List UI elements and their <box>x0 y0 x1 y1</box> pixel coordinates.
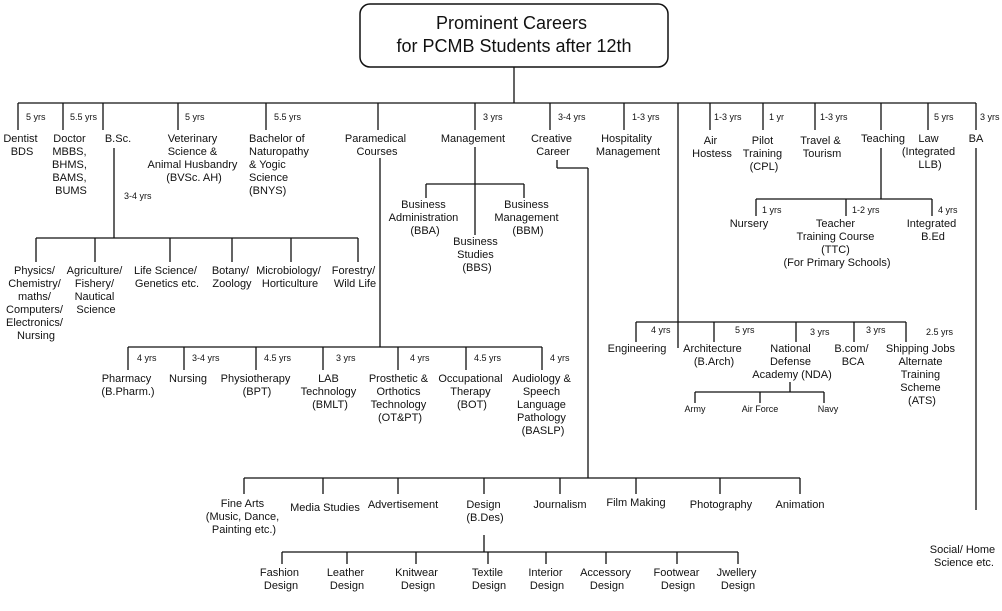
duration-bsc-branch: 3-4 yrs <box>124 191 152 201</box>
node-ttc: Teacher Training Course (TTC) (For Prima… <box>784 218 891 269</box>
duration-audiology: 4 yrs <box>550 353 570 363</box>
node-physics: Physics/ Chemistry/ maths/ Computers/ El… <box>6 265 66 342</box>
node-agriculture: Agriculture/ Fishery/ Nautical Science <box>67 265 126 316</box>
node-shipping: Shipping Jobs Alternate Training Scheme … <box>886 343 958 407</box>
duration-prosthetic: 4 yrs <box>410 353 430 363</box>
durations: 5 yrs 5.5 yrs 5 yrs 5.5 yrs 3 yrs 3-4 yr… <box>26 112 1000 363</box>
node-photography: Photography <box>690 499 753 511</box>
duration-nda: 3 yrs <box>810 327 830 337</box>
node-botany: Botany/ Zoology <box>212 265 252 290</box>
node-audiology: Audiology & Speech Language Pathology (B… <box>512 373 574 437</box>
duration-bcom: 3 yrs <box>866 325 886 335</box>
node-journalism: Journalism <box>533 499 586 511</box>
node-lab: LAB Technology (BMLT) <box>301 373 360 411</box>
node-pilot: Pilot Training (CPL) <box>743 135 785 173</box>
node-management: Management <box>441 133 505 145</box>
duration-doctor: 5.5 yrs <box>70 112 98 122</box>
node-bbm: Business Management (BBM) <box>494 199 561 237</box>
duration-ba: 3 yrs <box>980 112 1000 122</box>
duration-hospitality: 1-3 yrs <box>632 112 660 122</box>
duration-creative: 3-4 yrs <box>558 112 586 122</box>
duration-management: 3 yrs <box>483 112 503 122</box>
node-dentist: Dentist BDS <box>3 133 40 158</box>
node-architecture: Architecture (B.Arch) <box>683 343 745 368</box>
node-prosthetic: Prosthetic & Orthotics Technology (OT&PT… <box>369 373 431 424</box>
node-navy: Navy <box>818 404 839 414</box>
node-doctor: Doctor MBBS, BHMS, BAMS, BUMS <box>52 133 90 197</box>
duration-shipping: 2.5 yrs <box>926 327 954 337</box>
duration-occupational: 4.5 yrs <box>474 353 502 363</box>
node-media-studies: Media Studies <box>290 502 360 514</box>
duration-pharmacy: 4 yrs <box>137 353 157 363</box>
title: Prominent Careers for PCMB Students afte… <box>396 13 631 56</box>
duration-pilot: 1 yr <box>769 112 784 122</box>
node-army: Army <box>685 404 706 414</box>
node-life-science: Life Science/ Genetics etc. <box>134 265 200 290</box>
duration-law: 5 yrs <box>934 112 954 122</box>
node-teaching: Teaching <box>861 133 905 145</box>
duration-naturopathy: 5.5 yrs <box>274 112 302 122</box>
duration-architecture: 5 yrs <box>735 325 755 335</box>
node-microbiology: Microbiology/ Horticulture <box>256 265 324 290</box>
duration-vet: 5 yrs <box>185 112 205 122</box>
node-knitwear-design: Knitwear Design <box>395 567 441 592</box>
duration-engineering: 4 yrs <box>651 325 671 335</box>
node-air-force: Air Force <box>742 404 779 414</box>
connectors <box>17 67 977 564</box>
node-naturopathy: Bachelor of Naturopathy & Yogic Science … <box>249 133 312 197</box>
node-jewellery-design: Jwellery Design <box>717 567 760 592</box>
node-bbs: Business Studies (BBS) <box>453 236 501 274</box>
node-nda: National Defense Academy (NDA) <box>752 343 831 381</box>
node-fashion-design: Fashion Design <box>260 567 302 592</box>
duration-travel: 1-3 yrs <box>820 112 848 122</box>
nodes: Dentist BDS Doctor MBBS, BHMS, BAMS, BUM… <box>3 133 998 592</box>
node-footwear-design: Footwear Design <box>654 567 703 592</box>
node-nursing: Nursing <box>169 373 207 385</box>
node-law: Law (Integrated LLB) <box>902 133 958 171</box>
duration-physiotherapy: 4.5 yrs <box>264 353 292 363</box>
node-travel: Travel & Tourism <box>800 135 844 160</box>
node-leather-design: Leather Design <box>327 567 367 592</box>
node-physiotherapy: Physiotherapy (BPT) <box>221 373 294 398</box>
node-hospitality: Hospitality Management <box>596 133 660 158</box>
node-design: Design (B.Des) <box>466 499 503 524</box>
duration-ttc: 1-2 yrs <box>852 205 880 215</box>
node-veterinary: Veterinary Science & Animal Husbandry (B… <box>148 133 241 184</box>
node-bed: Integrated B.Ed <box>907 218 960 243</box>
node-pharmacy: Pharmacy (B.Pharm.) <box>101 373 154 398</box>
duration-dentist: 5 yrs <box>26 112 46 122</box>
node-bba: Business Administration (BBA) <box>389 199 462 237</box>
node-paramedical: Paramedical Courses <box>345 133 409 158</box>
node-bcom: B.com/ BCA <box>834 343 871 368</box>
node-bsc: B.Sc. <box>105 133 131 145</box>
node-nursery: Nursery <box>730 218 769 230</box>
node-occupational: Occupational Therapy (BOT) <box>438 373 505 411</box>
node-social-home-science: Social/ Home Science etc. <box>930 544 998 569</box>
node-forestry: Forestry/ Wild Life <box>332 265 378 290</box>
node-air-hostess: Air Hostess <box>692 135 732 160</box>
node-interior-design: Interior Design <box>528 567 565 592</box>
node-fine-arts: Fine Arts (Music, Dance, Painting etc.) <box>206 498 282 536</box>
node-textile-design: Textile Design <box>472 567 506 592</box>
node-creative-career: Creative Career <box>531 133 575 158</box>
node-engineering: Engineering <box>608 343 667 355</box>
node-film-making: Film Making <box>606 497 665 509</box>
duration-lab: 3 yrs <box>336 353 356 363</box>
duration-air-hostess: 1-3 yrs <box>714 112 742 122</box>
duration-bed: 4 yrs <box>938 205 958 215</box>
node-accessory-design: Accessory Design <box>580 567 634 592</box>
node-advertisement: Advertisement <box>368 499 438 511</box>
node-animation: Animation <box>776 499 825 511</box>
node-ba: BA <box>969 133 984 145</box>
duration-nursery: 1 yrs <box>762 205 782 215</box>
duration-nursing: 3-4 yrs <box>192 353 220 363</box>
